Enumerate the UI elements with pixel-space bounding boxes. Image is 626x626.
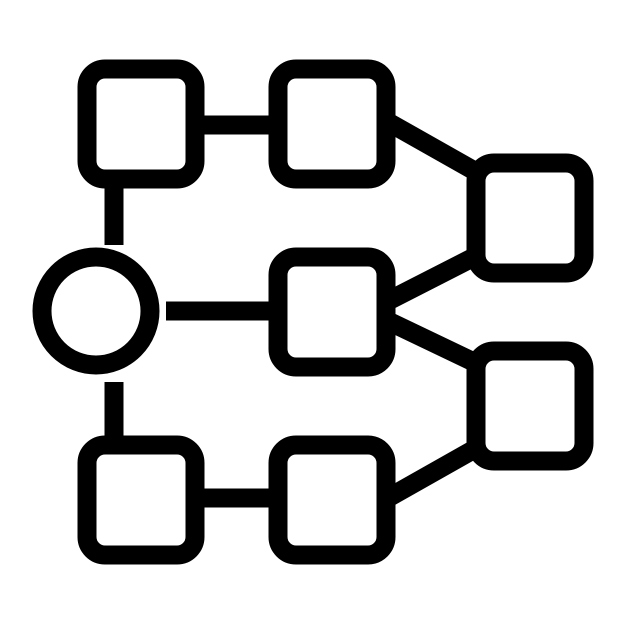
connectors — [104, 113, 485, 508]
right-top-square-node — [466, 153, 594, 283]
top-left-square-node — [77, 59, 205, 189]
connector-middle-to-right-top — [383, 245, 485, 310]
connector-top-middle-to-right-top — [383, 113, 485, 183]
bottom-middle-square-node — [268, 435, 396, 565]
connector-middle-to-right-bottom — [383, 312, 485, 374]
right-bottom-square-node — [466, 341, 594, 471]
root-circle-node — [32, 247, 160, 375]
connector-bottom-middle-to-right-bottom — [383, 437, 485, 507]
top-middle-square-node — [268, 59, 396, 189]
middle-square-node — [268, 247, 396, 377]
bottom-left-square-node — [77, 435, 205, 565]
